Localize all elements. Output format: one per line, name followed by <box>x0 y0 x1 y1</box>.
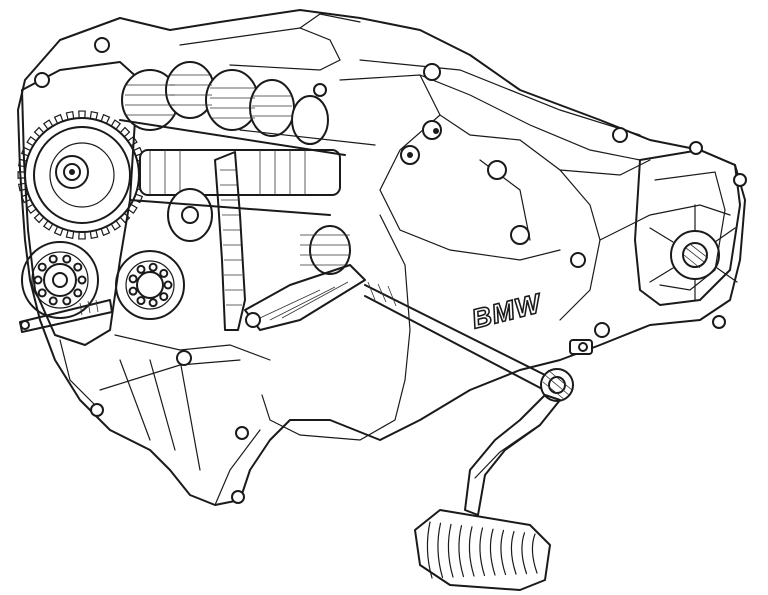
gear-tooth <box>42 119 54 130</box>
bolt-boss <box>423 63 441 81</box>
gear-tooth <box>20 146 32 157</box>
gear-tooth <box>100 113 111 125</box>
bearing-ball <box>73 262 83 272</box>
bearing-ball <box>148 262 158 272</box>
gear-tooth <box>127 203 138 215</box>
bearing-ball <box>136 264 146 274</box>
bearing-ball <box>48 254 58 264</box>
pedal-rib <box>500 529 507 576</box>
bearing-ball <box>128 274 138 284</box>
bolt-boss <box>712 315 726 329</box>
gear-tooth <box>65 229 75 240</box>
bearing-ball <box>37 262 47 272</box>
bolt-boss <box>313 83 327 97</box>
bolt-boss <box>34 72 50 88</box>
shaft-bearings <box>19 241 185 333</box>
output-hub <box>649 204 738 301</box>
svg-text:BMW: BMW <box>469 288 546 335</box>
gear-tooth <box>119 212 131 224</box>
bearing-ball <box>62 254 72 264</box>
bolt-boss <box>422 120 442 140</box>
gear-tooth <box>110 119 122 130</box>
gear-tooth <box>17 182 28 192</box>
casing-brand-logo: BMW <box>468 287 547 335</box>
pedal-rib <box>510 531 517 575</box>
bearing-ball <box>159 292 169 302</box>
bolt-boss <box>733 173 747 187</box>
gearbox-housing <box>17 9 746 506</box>
bolt-boss <box>594 322 610 338</box>
gear-tooth <box>127 135 138 147</box>
gear-tooth <box>26 135 37 147</box>
bearing-ball <box>37 288 47 298</box>
pedal-rib <box>489 528 496 576</box>
bolt-boss <box>235 426 249 440</box>
bearing-ball <box>73 288 83 298</box>
bearing-ball <box>163 280 173 290</box>
shift-pedal <box>414 394 561 591</box>
gear-tooth <box>78 110 86 119</box>
gear-tooth <box>33 126 45 138</box>
bearing-ball <box>33 275 43 285</box>
bearing-ball <box>48 296 58 306</box>
gear-tooth <box>89 229 99 240</box>
bolt-boss <box>510 225 530 245</box>
gear-tooth <box>89 110 99 121</box>
bearing-ball <box>159 268 169 278</box>
pedal-rib <box>458 525 465 578</box>
gear-tooth <box>17 158 28 168</box>
gear-tooth <box>100 225 111 237</box>
bearing-ball <box>128 286 138 296</box>
gear-tooth <box>132 146 144 157</box>
pedal-rib <box>479 527 486 577</box>
bolt-boss <box>176 350 192 366</box>
gear-tooth <box>65 110 75 121</box>
pedal-rib <box>468 526 475 577</box>
bearing-ball <box>148 298 158 308</box>
gear-cluster <box>119 61 376 331</box>
pedal-rib <box>437 522 444 579</box>
gear-tooth <box>42 220 54 231</box>
bolt-boss <box>231 490 245 504</box>
bolt-boss <box>689 141 703 155</box>
bearing-ball <box>136 296 146 306</box>
bearing-ball <box>77 275 87 285</box>
gear-tooth <box>78 231 86 240</box>
pedal-rib <box>521 532 528 575</box>
bolt-boss <box>94 37 110 53</box>
shift-linkage <box>244 214 593 441</box>
bolt-boss <box>612 127 628 143</box>
gear-tooth <box>53 225 64 237</box>
pedal-rib <box>426 521 433 579</box>
gear-tooth <box>17 171 26 179</box>
gear-tooth <box>53 113 64 125</box>
pedal-rib <box>447 523 454 578</box>
pedal-rib <box>531 533 538 574</box>
bolt-boss <box>90 403 104 417</box>
bearing-ball <box>62 296 72 306</box>
gear-tooth <box>26 203 37 215</box>
gear-tooth <box>110 220 122 231</box>
gear-tooth <box>119 126 131 138</box>
gear-tooth <box>33 212 45 224</box>
gear-tooth <box>20 193 32 204</box>
bolt-boss <box>487 160 507 180</box>
bolt-boss <box>570 252 586 268</box>
primary-gear <box>17 110 147 240</box>
